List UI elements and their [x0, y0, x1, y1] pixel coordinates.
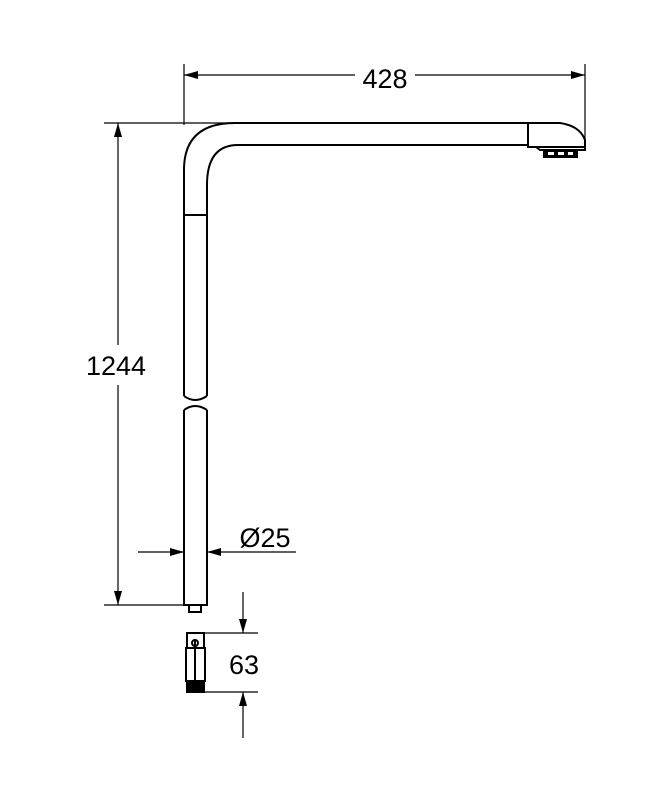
dimension-width — [183, 64, 586, 140]
fitting-part — [185, 632, 206, 693]
spout-pipe — [183, 122, 528, 613]
dimension-fitting — [204, 592, 258, 738]
fitting-dimension-label: 63 — [229, 650, 259, 680]
dimension-height — [104, 122, 236, 606]
diameter-dimension-label: Ø25 — [239, 523, 290, 553]
spout-head — [527, 122, 586, 158]
height-dimension-label: 1244 — [86, 351, 146, 381]
width-dimension-label: 428 — [362, 64, 407, 94]
